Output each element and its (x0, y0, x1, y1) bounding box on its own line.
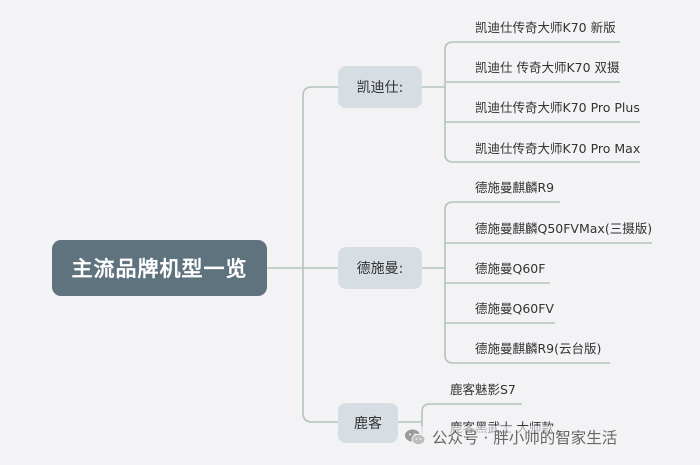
branch-label: 德施曼: (356, 261, 404, 277)
leaf-model: 凯迪仕 传奇大师K70 双摄 (475, 60, 620, 75)
root-node: 主流品牌机型一览 (52, 240, 267, 296)
leaf-model: 德施曼Q60FV (475, 301, 554, 316)
leaf-model: 德施曼麒麟Q50FVMax(三摄版) (475, 221, 653, 236)
branch-node-dessmann: 德施曼: (338, 247, 422, 289)
leaf-model: 德施曼Q60F (475, 261, 546, 276)
leaf-model: 凯迪仕传奇大师K70 Pro Plus (475, 100, 640, 115)
branch-label: 凯迪仕: (356, 80, 404, 96)
wechat-icon (405, 429, 426, 446)
leaf-model: 德施曼麒麟R9(云台版) (475, 341, 602, 356)
leaf-model: 凯迪仕传奇大师K70 新版 (475, 20, 616, 35)
leaf-model: 凯迪仕传奇大师K70 Pro Max (475, 141, 641, 156)
watermark-text: 公众号 · 胖小帅的智家生活 (432, 429, 618, 447)
root-label: 主流品牌机型一览 (71, 257, 248, 281)
watermark: 公众号 · 胖小帅的智家生活 (404, 426, 618, 448)
leaf-model: 鹿客魅影S7 (450, 382, 516, 397)
leaf-model: 德施曼麒麟R9 (475, 180, 555, 195)
branch-node-loock: 鹿客 (338, 403, 398, 443)
branch-label: 鹿客 (354, 416, 382, 432)
branch-node-kaadas: 凯迪仕: (338, 66, 422, 108)
